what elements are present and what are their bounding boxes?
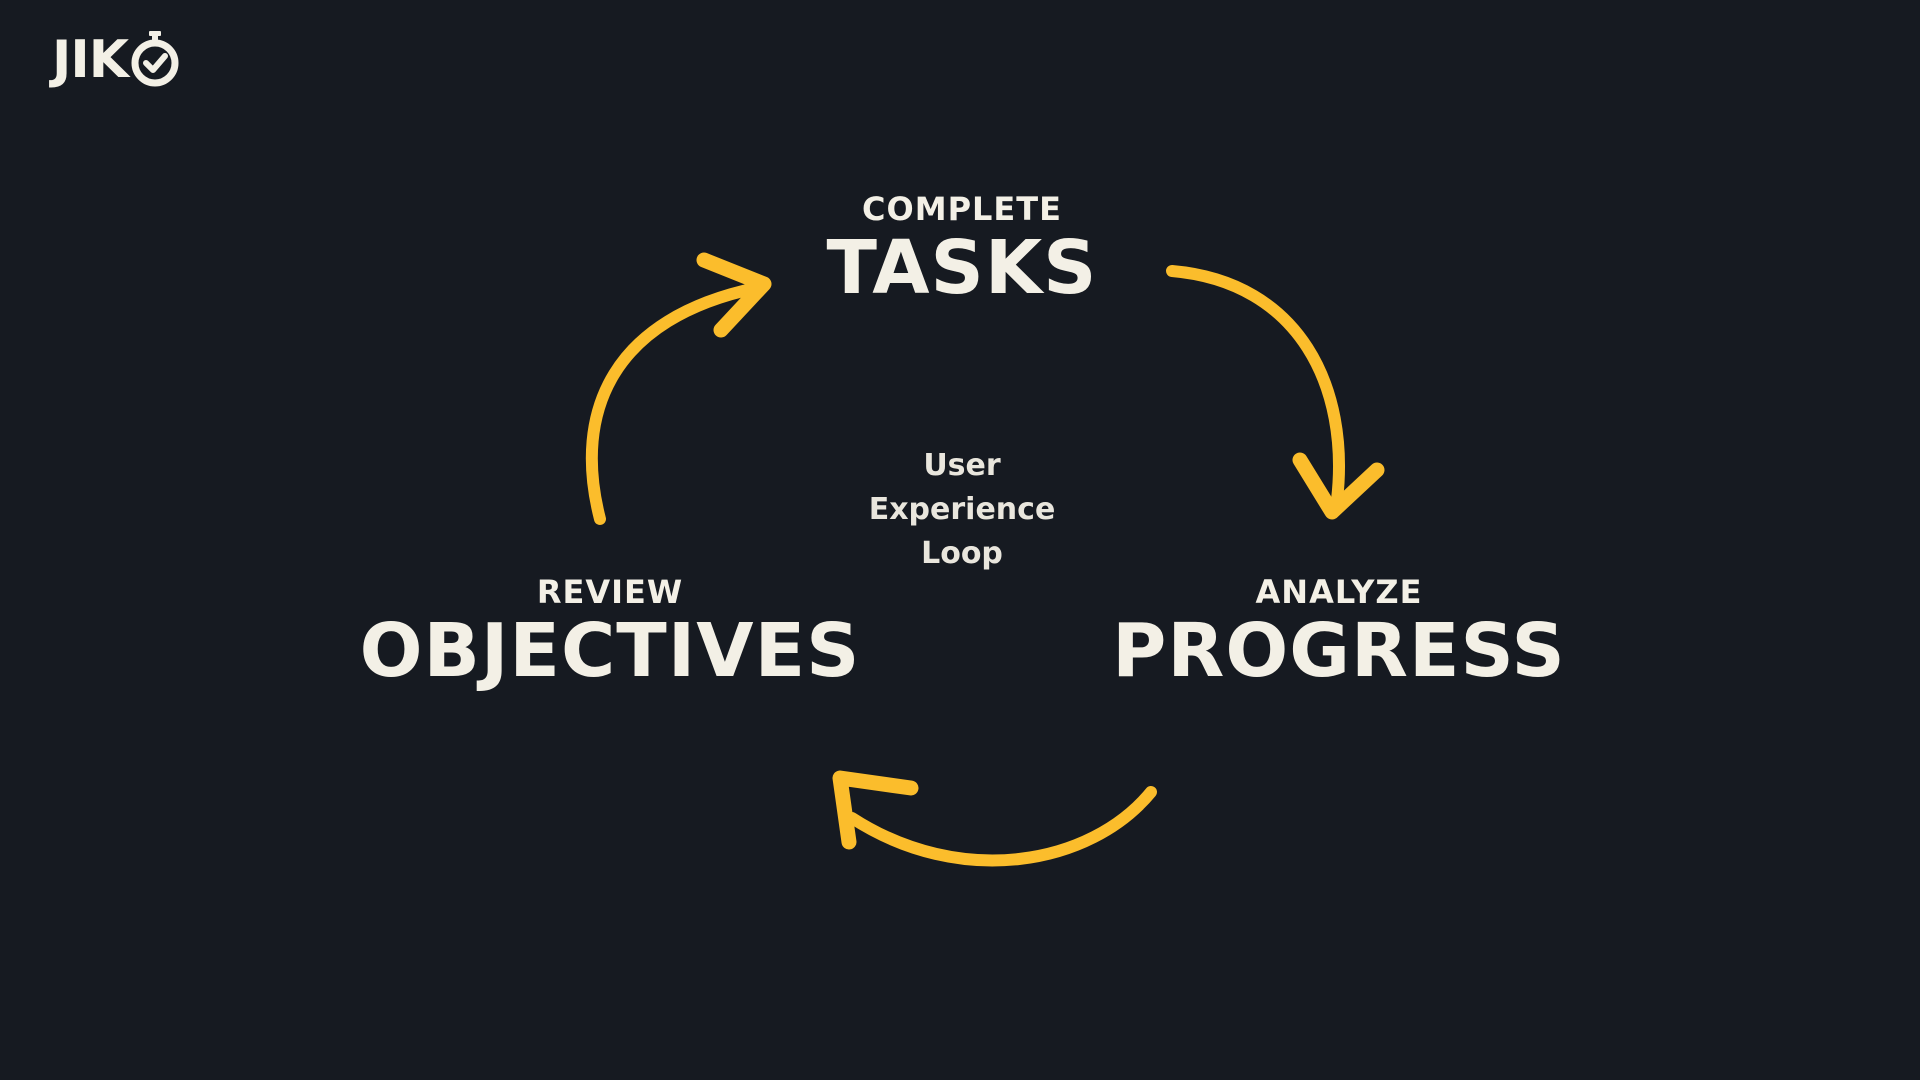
node-objectives-title: OBJECTIVES bbox=[359, 608, 861, 694]
arrow-objectives-to-tasks bbox=[585, 252, 772, 525]
node-tasks-verb: COMPLETE bbox=[862, 190, 1062, 228]
node-progress: ANALYZE PROGRESS bbox=[1112, 573, 1566, 693]
stopwatch-check-icon bbox=[131, 31, 179, 87]
node-tasks-title: TASKS bbox=[826, 225, 1098, 311]
center-label-line1: User bbox=[923, 448, 1001, 483]
logo-text: JIK bbox=[52, 30, 129, 90]
center-label-line2: Experience bbox=[868, 492, 1056, 527]
logo: JIK bbox=[52, 28, 181, 92]
node-objectives: REVIEW OBJECTIVES bbox=[360, 573, 861, 693]
node-progress-title: PROGRESS bbox=[1112, 608, 1566, 694]
node-progress-verb: ANALYZE bbox=[1255, 573, 1423, 611]
center-label-line3: Loop bbox=[921, 536, 1003, 571]
arrow-tasks-to-progress bbox=[1166, 265, 1385, 520]
center-label: User Experience Loop bbox=[869, 444, 1056, 576]
node-tasks: COMPLETE TASKS bbox=[827, 190, 1098, 310]
node-objectives-verb: REVIEW bbox=[536, 573, 684, 611]
arrow-progress-to-objectives bbox=[832, 770, 1157, 867]
